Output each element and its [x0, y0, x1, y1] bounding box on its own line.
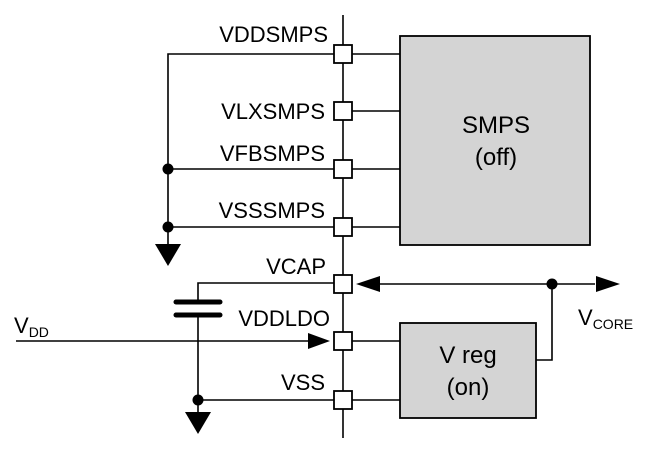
ground-arrow-icon — [185, 412, 211, 434]
vdd-arrow-icon — [308, 333, 330, 349]
vdd-label: VDD — [14, 313, 49, 340]
pin-label-vddldo: VDDLDO — [238, 306, 330, 331]
smps-ground-bus — [167, 53, 334, 246]
pin-label-vsssmps: VSSSMPS — [219, 198, 325, 223]
pin-vss — [333, 390, 353, 410]
pin-vddsmps — [333, 44, 353, 64]
pin-vcap — [333, 274, 353, 294]
pin-vlxsmps — [333, 101, 353, 121]
smps-label: SMPS — [462, 112, 530, 139]
smps-block — [399, 35, 591, 246]
vcap-wire — [197, 282, 334, 300]
vreg-output-wire — [536, 284, 553, 361]
pin-vddldo — [333, 331, 353, 351]
pin-label-vlxsmps: VLXSMPS — [221, 99, 325, 124]
vreg-label: V reg — [439, 342, 496, 369]
vcore-label: VCORE — [578, 305, 633, 332]
pin-vsssmps — [333, 217, 353, 237]
pin-label-vddsmps: VDDSMPS — [219, 22, 328, 47]
junction-dot — [546, 278, 558, 290]
pin-label-vfbsmps: VFBSMPS — [220, 141, 325, 166]
vcap-arrow-icon — [356, 276, 380, 292]
pin-label-vcap: VCAP — [266, 254, 326, 279]
junction-dot — [162, 163, 174, 175]
vreg-state: (on) — [447, 374, 490, 401]
ground-arrow-icon — [155, 244, 181, 266]
junction-dot — [192, 394, 204, 406]
pin-label-vss: VSS — [281, 370, 325, 395]
vreg-block — [399, 322, 537, 419]
junction-dot — [162, 221, 174, 233]
vcore-arrow-icon — [596, 276, 620, 292]
pin-vfbsmps — [333, 159, 353, 179]
smps-state: (off) — [475, 144, 517, 171]
